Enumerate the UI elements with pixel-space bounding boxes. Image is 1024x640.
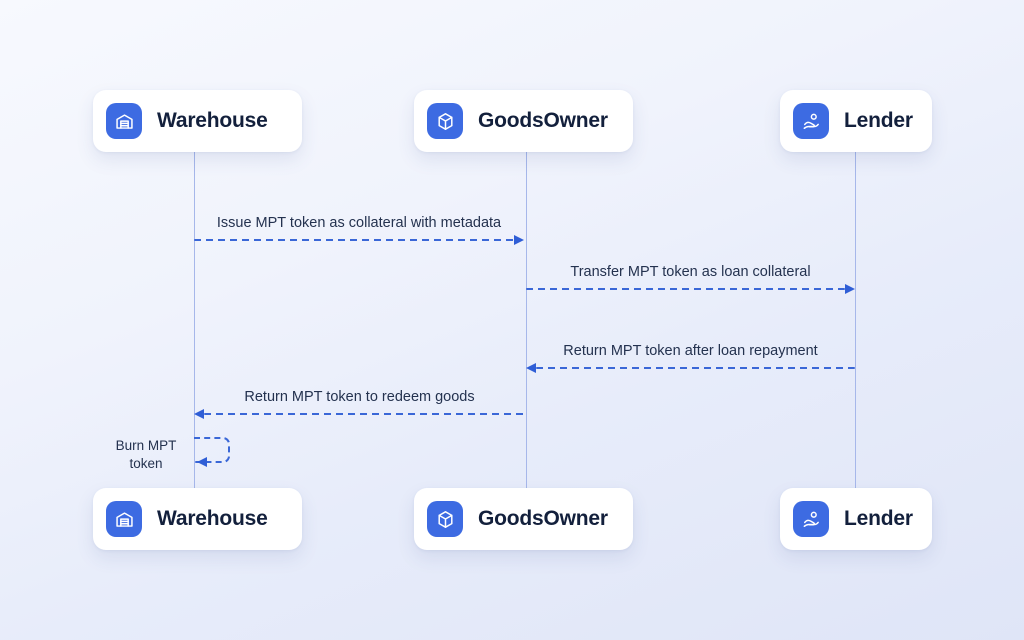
actor-card-warehouse-top: Warehouse [93, 90, 302, 152]
message-label: Return MPT token after loan repayment [563, 343, 818, 359]
dashed-arrow-line [204, 413, 525, 415]
actor-card-goodsowner-top: GoodsOwner [414, 90, 633, 152]
actor-name: Lender [844, 109, 913, 132]
cube-icon [427, 103, 463, 139]
actor-name: GoodsOwner [478, 109, 608, 132]
lifeline-lender [855, 151, 856, 489]
message-issue-mpt-token: Issue MPT token as collateral with metad… [194, 215, 524, 245]
actor-name: Warehouse [157, 109, 268, 132]
arrowhead-left-icon [194, 409, 204, 419]
lifeline-goodsowner [526, 151, 527, 489]
message-label: Return MPT token to redeem goods [244, 389, 475, 405]
lifeline-warehouse [194, 151, 195, 489]
message-label: Transfer MPT token as loan collateral [570, 264, 811, 280]
self-message-loop [194, 437, 230, 463]
dashed-arrow-line [526, 288, 845, 290]
hand-coin-icon [793, 501, 829, 537]
actor-card-lender-top: Lender [780, 90, 932, 152]
self-message-label: Burn MPT token [115, 438, 177, 471]
actor-name: Lender [844, 507, 913, 530]
message-return-mpt-after-repayment: Return MPT token after loan repayment [526, 343, 855, 373]
actor-name: Warehouse [157, 507, 268, 530]
message-transfer-mpt-token: Transfer MPT token as loan collateral [526, 264, 855, 294]
actor-name: GoodsOwner [478, 507, 608, 530]
dashed-arrow-line [536, 367, 855, 369]
arrowhead-left-icon [197, 457, 207, 467]
arrowhead-left-icon [526, 363, 536, 373]
arrowhead-right-icon [845, 284, 855, 294]
actor-card-lender-bottom: Lender [780, 488, 932, 550]
message-label: Issue MPT token as collateral with metad… [216, 215, 502, 231]
actor-card-goodsowner-bottom: GoodsOwner [414, 488, 633, 550]
hand-coin-icon [793, 103, 829, 139]
actor-card-warehouse-bottom: Warehouse [93, 488, 302, 550]
dashed-arrow-line [194, 239, 514, 241]
warehouse-icon [106, 501, 142, 537]
cube-icon [427, 501, 463, 537]
warehouse-icon [106, 103, 142, 139]
message-return-mpt-redeem-goods: Return MPT token to redeem goods [194, 389, 525, 419]
arrowhead-right-icon [514, 235, 524, 245]
